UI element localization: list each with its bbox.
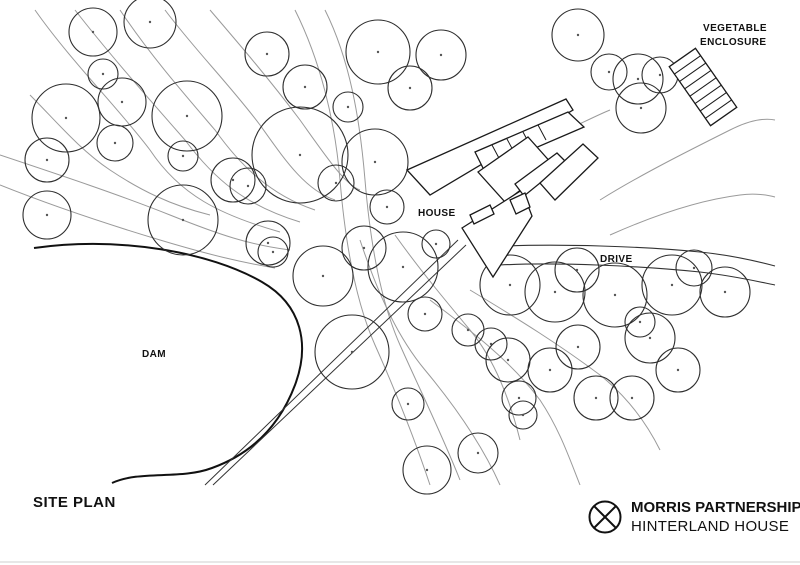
- drive-label: DRIVE: [600, 254, 633, 265]
- house-footprint: [405, 98, 599, 279]
- dam-shoreline: [33, 243, 303, 484]
- firm-name: MORRIS PARTNERSHIP: [631, 499, 800, 516]
- sheet-title: SITE PLAN: [33, 494, 116, 511]
- site-labels: VEGETABLE ENCLOSURE HOUSE DRIVE DAM: [142, 23, 767, 360]
- circle-cross-logo-icon: [588, 500, 622, 534]
- vegetable-enclosure-label-line1: VEGETABLE: [703, 23, 767, 34]
- vegetable-enclosure: [668, 47, 738, 127]
- vegetable-enclosure-label-line2: ENCLOSURE: [700, 37, 766, 48]
- trees: [22, 0, 751, 495]
- title-block: MORRIS PARTNERSHIP HINTERLAND HOUSE: [586, 497, 800, 541]
- access-path: [204, 239, 467, 486]
- project-name: HINTERLAND HOUSE: [631, 518, 790, 535]
- driveway: [499, 244, 776, 286]
- dam-label: DAM: [142, 349, 166, 360]
- contour-lines: [0, 9, 776, 486]
- house-label: HOUSE: [418, 208, 456, 219]
